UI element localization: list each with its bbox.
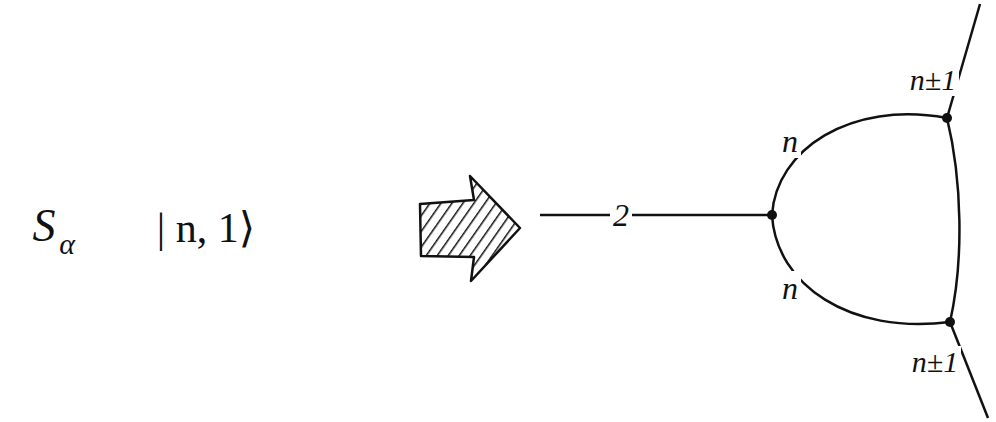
line-label: n±1 xyxy=(907,64,959,96)
external-line xyxy=(947,4,980,118)
external-line xyxy=(540,214,772,217)
line-label: n xyxy=(779,271,801,305)
vertex-dot xyxy=(767,210,777,220)
propagator-arc xyxy=(772,215,950,324)
vertex-dot xyxy=(942,113,952,123)
propagator-arc xyxy=(772,114,947,215)
hatched-arrow xyxy=(420,176,520,281)
line-label: n±1 xyxy=(909,346,961,378)
line-label: 2 xyxy=(610,198,632,232)
state-ket: | n, 1⟩ xyxy=(157,207,255,249)
subscript: α xyxy=(59,229,75,259)
line-label: n xyxy=(779,124,801,158)
operator-symbol: S xyxy=(33,203,56,249)
propagator-arc xyxy=(947,118,959,322)
vertex-dot xyxy=(945,317,955,327)
